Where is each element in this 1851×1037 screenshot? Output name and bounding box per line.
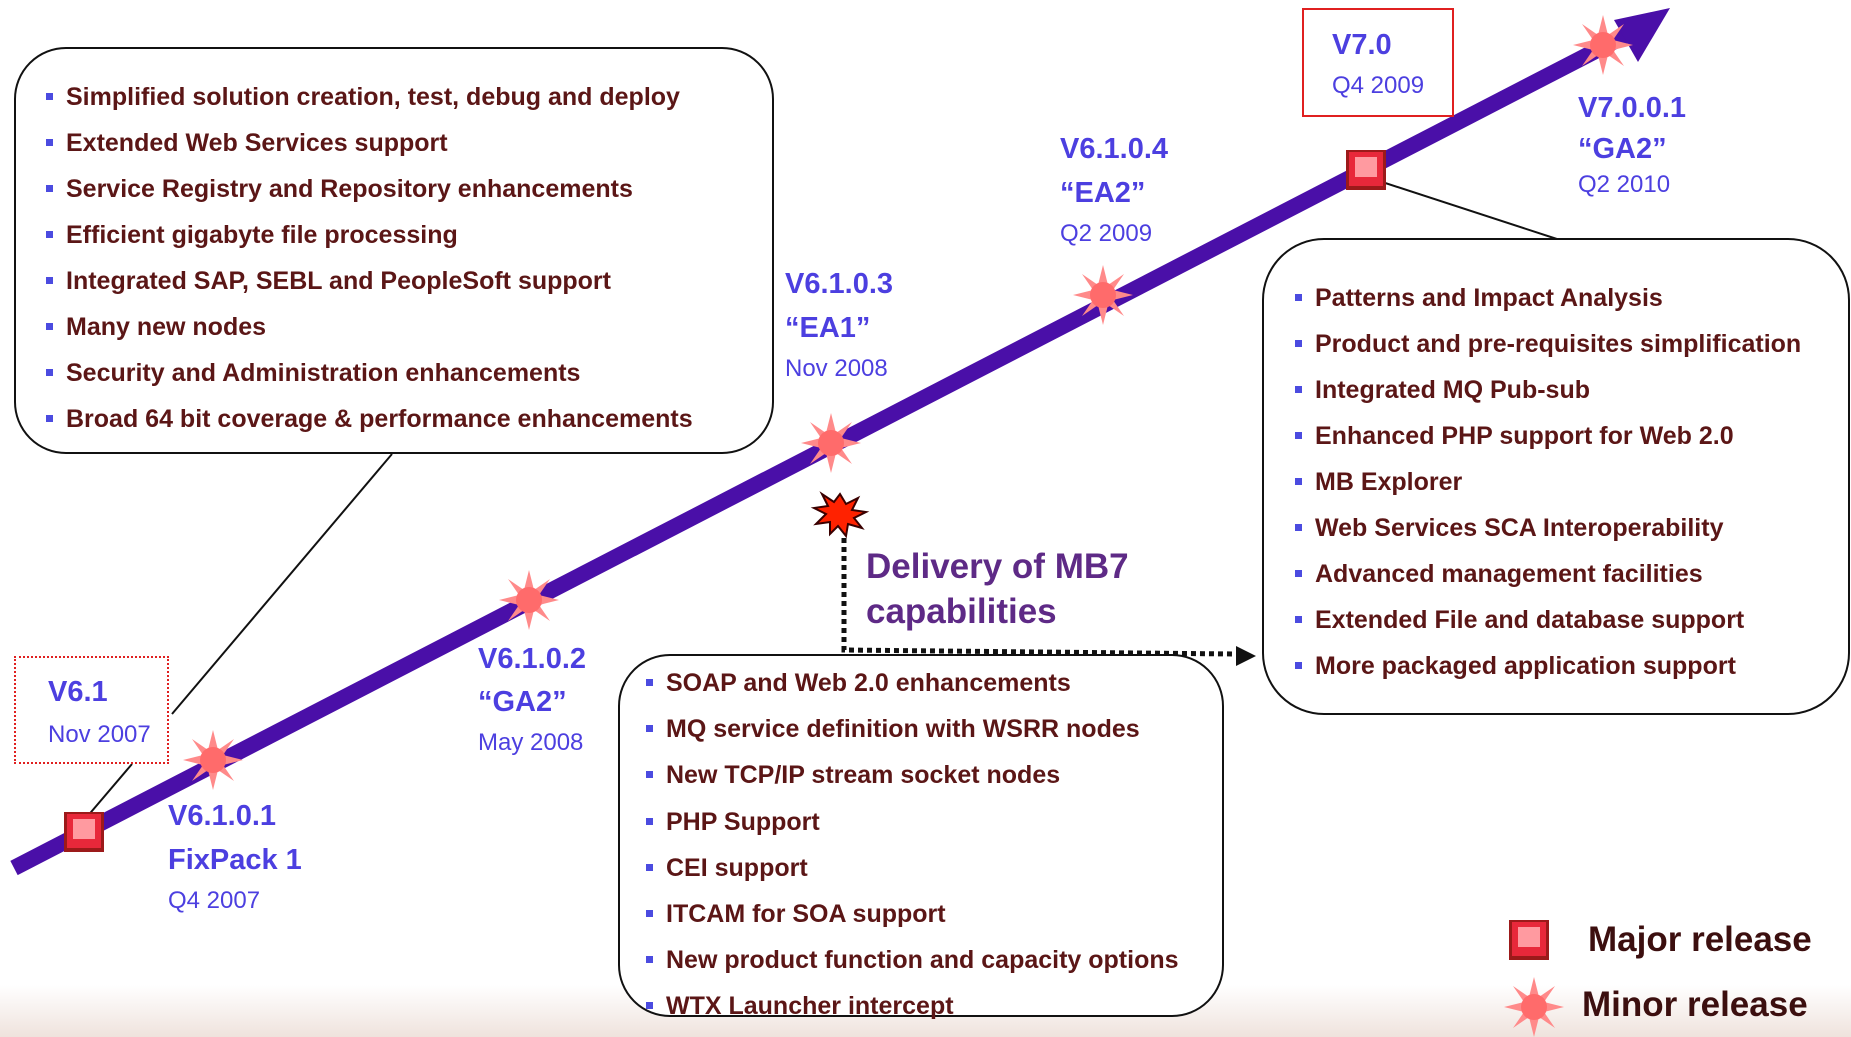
release-version: V7.0 <box>1332 29 1392 61</box>
feature-item: Many new nodes <box>46 304 772 350</box>
release-name: “EA1” <box>785 312 871 344</box>
feature-item: Service Registry and Repository enhancem… <box>46 166 772 212</box>
mb61-feature-list: Simplified solution creation, test, debu… <box>46 74 772 442</box>
legend-minor-icon <box>1504 977 1564 1037</box>
legend-major-label: Major release <box>1588 920 1812 959</box>
timeline-arrowhead <box>1614 8 1670 62</box>
release-date: Q2 2009 <box>1060 220 1153 247</box>
feature-item: Simplified solution creation, test, debu… <box>46 74 772 120</box>
v61-highlight-box <box>14 656 169 764</box>
feature-item: SOAP and Web 2.0 enhancements <box>646 660 1222 706</box>
release-name: “EA2” <box>1060 177 1146 209</box>
mb7-feature-list: Patterns and Impact Analysis Product and… <box>1295 275 1848 689</box>
feature-item: PHP Support <box>646 799 1222 845</box>
mb61-connector-line <box>171 453 393 715</box>
feature-item: Extended Web Services support <box>46 120 772 166</box>
feature-item: Integrated MQ Pub-sub <box>1295 367 1848 413</box>
major-release-icon <box>64 812 104 852</box>
explosion-icon <box>810 491 870 539</box>
feature-item: Patterns and Impact Analysis <box>1295 275 1848 321</box>
release-version: V6.1.0.2 <box>478 643 587 675</box>
mb61-feature-box: Simplified solution creation, test, debu… <box>14 47 774 454</box>
minor-release-icon <box>1073 265 1133 325</box>
delivery-line-1: Delivery of MB7 <box>866 547 1129 586</box>
minor-release-icon <box>499 570 559 630</box>
release-version: V6.1 <box>48 676 108 708</box>
release-version: V7.0.0.1 <box>1578 92 1687 124</box>
fixpack-feature-box: SOAP and Web 2.0 enhancements MQ service… <box>618 654 1224 1020</box>
feature-item: Enhanced PHP support for Web 2.0 <box>1295 413 1848 459</box>
delivery-arrowhead <box>1236 646 1256 666</box>
release-date: Nov 2007 <box>48 721 151 748</box>
feature-item: Efficient gigabyte file processing <box>46 212 772 258</box>
mb7-feature-box: Patterns and Impact Analysis Product and… <box>1262 238 1850 715</box>
feature-item: Extended File and database support <box>1295 597 1848 643</box>
release-name: “GA2” <box>478 686 567 718</box>
v70-highlight-box <box>1302 8 1454 117</box>
major-release-icon <box>1346 150 1386 190</box>
legend-major-icon <box>1509 920 1549 960</box>
feature-item: MQ service definition with WSRR nodes <box>646 706 1222 752</box>
delivery-arrow <box>841 538 1236 657</box>
v61-connector-line <box>85 763 133 819</box>
fixpack-feature-list: SOAP and Web 2.0 enhancements MQ service… <box>646 660 1222 1030</box>
minor-release-icon <box>801 413 861 473</box>
release-name: “GA2” <box>1578 133 1667 165</box>
release-date: Q2 2010 <box>1578 171 1671 198</box>
release-name: FixPack 1 <box>168 844 302 876</box>
feature-item: New TCP/IP stream socket nodes <box>646 752 1222 798</box>
feature-item: CEI support <box>646 845 1222 891</box>
release-version: V6.1.0.3 <box>785 268 894 300</box>
feature-item: New product function and capacity option… <box>646 937 1222 983</box>
release-version: V6.1.0.1 <box>168 800 277 832</box>
feature-item: Web Services SCA Interoperability <box>1295 505 1848 551</box>
release-date: Q4 2007 <box>168 887 261 914</box>
feature-item: Broad 64 bit coverage & performance enha… <box>46 396 772 442</box>
feature-item: Advanced management facilities <box>1295 551 1848 597</box>
release-date: May 2008 <box>478 729 584 756</box>
feature-item: WTX Launcher intercept <box>646 983 1222 1029</box>
legend-minor-label: Minor release <box>1582 985 1808 1024</box>
minor-release-icon <box>183 730 243 790</box>
feature-item: Integrated SAP, SEBL and PeopleSoft supp… <box>46 258 772 304</box>
feature-item: Product and pre-requisites simplificatio… <box>1295 321 1848 367</box>
delivery-line-2: capabilities <box>866 592 1057 631</box>
feature-item: More packaged application support <box>1295 643 1848 689</box>
minor-release-icon <box>1573 15 1633 75</box>
release-version: V6.1.0.4 <box>1060 133 1169 165</box>
feature-item: Security and Administration enhancements <box>46 350 772 396</box>
release-date: Nov 2008 <box>785 355 888 382</box>
feature-item: ITCAM for SOA support <box>646 891 1222 937</box>
delivery-callout: Delivery of MB7 capabilities <box>866 544 1129 634</box>
feature-item: MB Explorer <box>1295 459 1848 505</box>
mb7-connector-line <box>1369 177 1561 241</box>
release-date: Q4 2009 <box>1332 72 1425 99</box>
